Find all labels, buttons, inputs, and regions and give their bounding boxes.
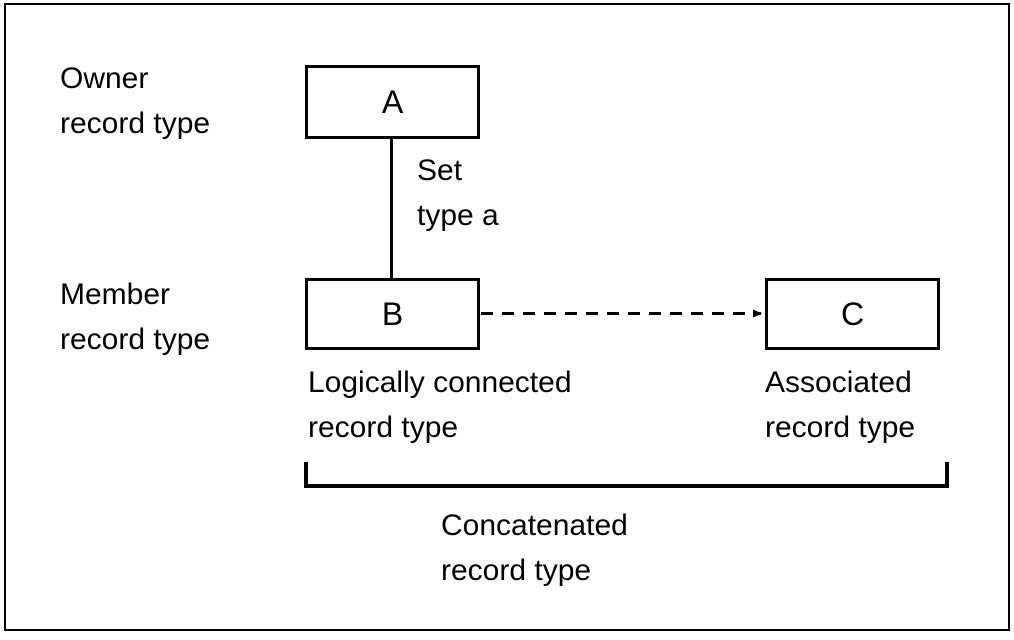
entity-box-b-label: B	[381, 296, 404, 332]
entity-box-c[interactable]: C	[765, 278, 940, 350]
logically-connected-record-type-caption: Logically connected record type	[308, 366, 572, 444]
set-connector-line	[390, 138, 393, 279]
concatenated-record-type-caption: Concatenated record type	[441, 509, 628, 587]
set-type-edge-label: Set type a	[417, 154, 499, 232]
entity-box-a[interactable]: A	[305, 65, 480, 139]
associated-record-type-caption: Associated record type	[765, 366, 916, 444]
owner-record-type-caption: Owner record type	[60, 62, 211, 140]
member-record-type-caption: Member record type	[60, 278, 211, 356]
image-border	[4, 3, 1010, 631]
entity-box-a-label: A	[381, 84, 404, 120]
entity-box-c-label: C	[840, 296, 865, 332]
entity-box-b[interactable]: B	[305, 278, 480, 350]
